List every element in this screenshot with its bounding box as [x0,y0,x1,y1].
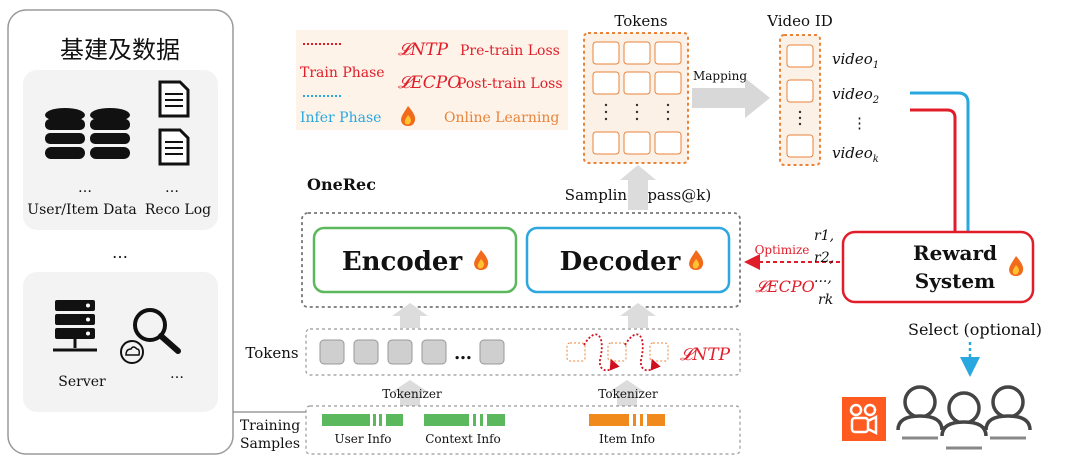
panel-title: 基建及数据 [60,36,180,64]
sample-label: User Info [334,432,391,446]
user-info-bar [322,414,403,426]
flame-icon [401,106,416,126]
ellipsis: … [454,343,472,364]
reward-system-line2: System [915,269,995,293]
tokenizer-label: Tokenizer [382,387,442,401]
flame-icon [1009,256,1024,276]
sample-label: Context Info [425,432,501,446]
flame-icon [474,250,489,270]
reward-system-line1: Reward [913,241,997,265]
ntp-symbol: 𝓛NTP [398,40,449,60]
tokenizer-arrow [609,380,645,406]
autoregressive-arrow [583,333,620,372]
decoder-input-arrow [620,303,656,328]
training-samples-line2: Samples [240,436,300,452]
search-icon [133,308,181,354]
tokens-grid [583,32,689,164]
video-id-item: video1 [832,50,879,71]
sample-label: Item Info [599,432,655,446]
tokenizer-arrow [392,380,428,406]
decoder-label: Decoder [560,247,681,277]
train-connection [910,108,957,232]
flame-icon [689,250,704,270]
ecpo-label: 𝓛ECPO [755,277,814,296]
ntp-label: 𝓛NTP [680,345,731,365]
video-id-title: Video ID [766,12,833,30]
video-id-item: videok [832,144,879,165]
tokenizer-label: Tokenizer [598,387,658,401]
ellipsis: … [78,180,92,196]
train-phase-label: Train Phase [300,65,385,81]
reward-value: r1, [814,228,834,244]
ellipsis: … [165,180,179,196]
cloud-icon [120,340,144,364]
server-icon [53,300,97,352]
kuaishou-logo-icon [842,397,886,441]
tokens-row-label: Tokens [245,344,298,362]
decoder-tokens [566,342,669,362]
users-icon [896,385,1032,450]
pretrain-loss-label: Pre-train Loss [460,43,560,59]
context-info-bar [424,414,505,426]
training-samples-row [305,405,741,455]
training-samples-line1: Training [240,418,300,434]
ellipsis: … [170,366,184,382]
sampling-arrow [620,165,656,210]
ecpo-symbol: 𝓛ECPO [398,73,461,93]
video-id-column [779,34,821,166]
ellipsis: … [112,243,128,262]
reco-log-label: Reco Log [145,202,211,218]
encoder-tokens [319,339,505,365]
infrastructure-panel: 基建及数据 [7,9,234,455]
user-item-data-label: User/Item Data [27,202,136,218]
autoregressive-arrow [624,333,661,372]
encoder-input-arrow [392,303,428,328]
encoder-label: Encoder [342,247,463,277]
reward-value: r2, [814,250,834,266]
optimize-label: Optimize [755,243,810,257]
database-icon [45,108,130,159]
encoder-block: Encoder [312,226,518,294]
video-id-item: video2 [832,85,879,106]
item-info-bar [589,414,665,426]
video-id-item: ⋮ [852,114,867,132]
online-learning-label: Online Learning [444,110,559,126]
onerec-label: OneRec [307,175,376,194]
reward-system-block: Reward System [841,230,1035,304]
reward-value: ..., [814,270,832,286]
document-icon [158,80,190,166]
infer-phase-label: Infer Phase [300,110,381,126]
infer-connection [910,91,970,232]
tokens-title: Tokens [614,12,667,30]
server-label: Server [58,374,106,390]
reward-value: rk [818,292,833,308]
decoder-block: Decoder [525,226,731,294]
posttrain-loss-label: Post-train Loss [457,76,563,92]
tokens-row [305,328,741,376]
legend: Train Phase Infer Phase 𝓛NTP Pre-train L… [296,30,568,130]
select-label: Select (optional) [908,320,1042,339]
mapping-label: Mapping [693,69,747,83]
mapping-arrow [692,78,770,118]
